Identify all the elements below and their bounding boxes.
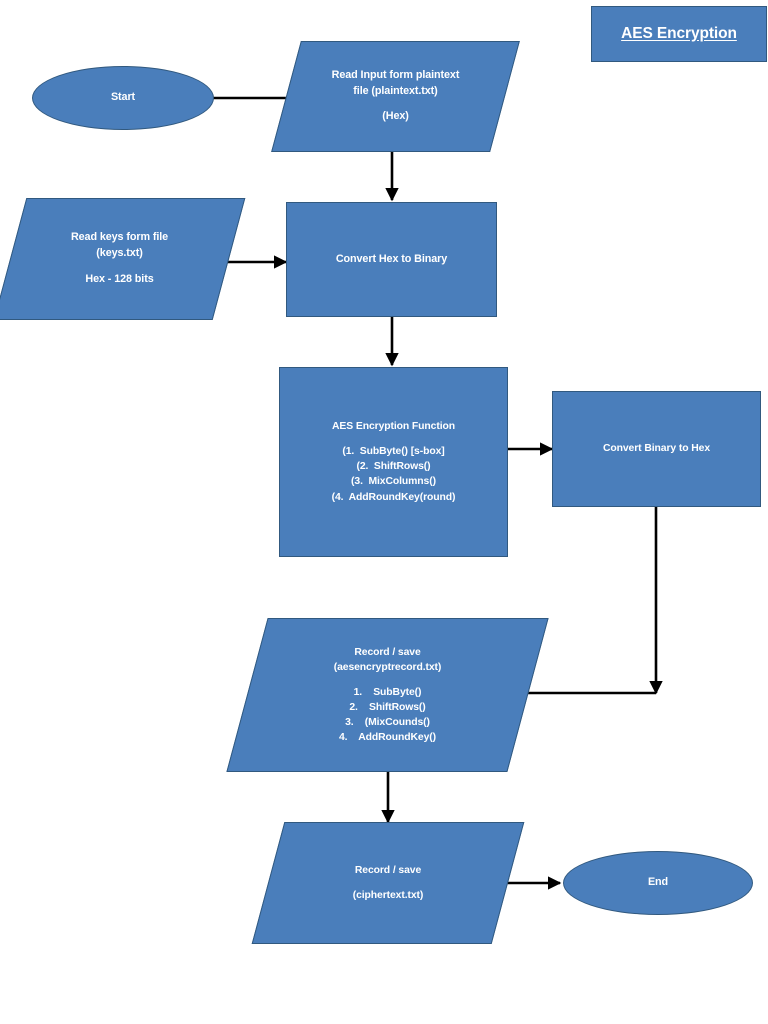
read-keys-line-3: Hex - 128 bits	[85, 272, 154, 285]
node-read-plaintext[interactable]: Read Input form plaintext file (plaintex…	[271, 41, 520, 152]
start-ellipse-shape	[32, 66, 214, 130]
aes-function-rect-shape	[279, 367, 508, 557]
convert-binary-to-hex-rect-shape	[552, 391, 761, 507]
record-aes-step-2: 2. ShiftRows()	[349, 701, 426, 713]
record-aes-line-1: Record / save	[354, 646, 421, 658]
record-aes-step-4: 4. AddRoundKey()	[339, 732, 436, 744]
title-box-shape	[591, 6, 767, 62]
convert-binary-to-hex-label: Convert Binary to Hex	[602, 443, 711, 455]
read-keys-line-2: (keys.txt)	[96, 247, 143, 260]
node-record-ciphertext[interactable]: Record / save (ciphertext.txt)	[251, 822, 525, 944]
read-plaintext-line-2: file (plaintext.txt)	[353, 84, 438, 97]
aes-function-step-4: (4. AddRoundKey(round)	[331, 491, 456, 503]
record-aes-spacer	[255, 675, 520, 685]
record-aes-step-1: 1. SubByte()	[353, 686, 422, 698]
aes-function-step-2: (2. ShiftRows()	[356, 461, 431, 473]
read-keys-spacer	[18, 262, 221, 272]
node-read-keys[interactable]: Read keys form file (keys.txt) Hex - 128…	[0, 198, 246, 320]
record-ciphertext-line-2: (ciphertext.txt)	[352, 889, 424, 901]
record-ciphertext-spacer	[276, 878, 500, 888]
node-end-label: End	[647, 876, 669, 889]
record-ciphertext-line-1: Record / save	[354, 864, 422, 876]
node-record-aes[interactable]: Record / save (aesencryptrecord.txt) 1. …	[226, 618, 549, 772]
aes-function-heading: AES Encryption Function	[332, 421, 455, 433]
node-start-label: Start	[110, 91, 136, 104]
read-plaintext-line-3: (Hex)	[382, 110, 409, 123]
read-plaintext-line-1: Read Input form plaintext	[331, 68, 460, 81]
aes-function-step-1: (1. SubByte() [s-box]	[342, 446, 445, 458]
aes-function-step-3: (3. MixColumns()	[351, 476, 436, 488]
node-aes-encryption-function[interactable]: AES Encryption Function (1. SubByte() [s…	[279, 367, 508, 557]
node-convert-hex-to-binary[interactable]: Convert Hex to Binary	[286, 202, 497, 317]
read-keys-line-1: Read keys form file	[70, 231, 169, 244]
diagram-title-box: AES Encryption	[591, 6, 767, 62]
node-convert-binary-to-hex[interactable]: Convert Binary to Hex	[552, 391, 761, 507]
read-plaintext-spacer	[294, 99, 497, 109]
page-title: AES Encryption	[621, 24, 737, 42]
aes-function-spacer	[287, 434, 500, 444]
convert-hex-to-binary-label: Convert Hex to Binary	[335, 252, 448, 265]
node-end[interactable]: End	[563, 851, 753, 915]
record-aes-line-2: (aesencryptrecord.txt)	[333, 661, 442, 673]
record-aes-step-3: 3. (MixCounds()	[345, 717, 430, 729]
node-start[interactable]: Start	[32, 66, 214, 130]
end-ellipse-shape	[563, 851, 753, 915]
